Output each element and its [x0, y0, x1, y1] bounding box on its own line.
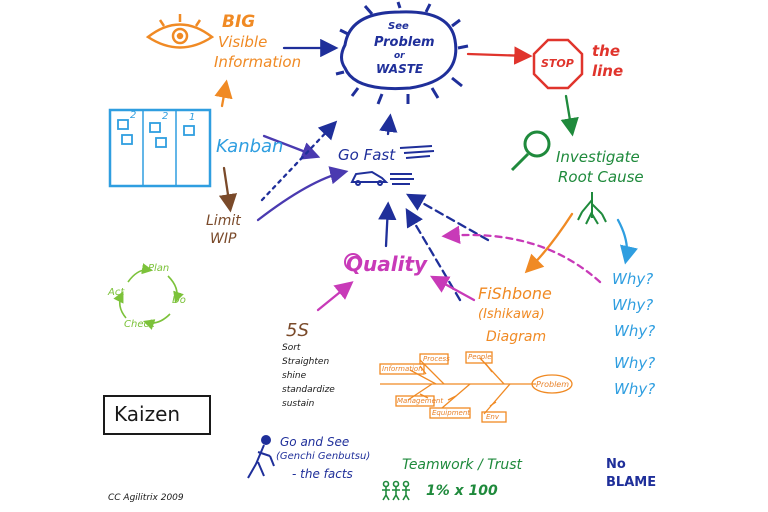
problem-label: Problem	[374, 35, 435, 50]
fishbone-problem: Problem	[536, 380, 570, 389]
arrows	[214, 38, 638, 312]
fishbone-env: Env	[486, 413, 500, 421]
quality-label: Quality	[346, 252, 428, 276]
see-problem-blob	[335, 1, 469, 105]
car-icon	[350, 145, 435, 186]
the-label: the	[592, 42, 621, 60]
kanban-board	[108, 108, 212, 188]
waste-label: WASTE	[376, 62, 424, 76]
stop-sign-icon	[532, 38, 584, 90]
fishbone-title-3: Diagram	[486, 329, 547, 345]
no-label: No	[606, 457, 626, 472]
why-1: Why?	[612, 270, 654, 288]
why-4: Why?	[614, 354, 656, 372]
five-s-item: Straighten	[282, 357, 330, 367]
eye-icon	[145, 14, 215, 49]
pdca-do: Do	[172, 295, 186, 306]
why-2: Why?	[612, 296, 654, 314]
pdca-plan: Plan	[148, 263, 170, 274]
wip-label: WIP	[210, 231, 237, 247]
kanban-count-3: 1	[189, 112, 196, 123]
pdca-check: Check	[124, 319, 155, 330]
information-label: Information	[214, 53, 302, 71]
investigate-label: Investigate	[556, 148, 640, 166]
fishbone-equipment: Equipment	[432, 409, 470, 417]
kaizen-box	[103, 395, 211, 435]
blame-label: BLAME	[606, 475, 657, 490]
kanban-count-1: 2	[130, 110, 137, 121]
root-cause-label: Root Cause	[558, 168, 644, 186]
see-label: See	[388, 21, 409, 32]
or-label: or	[394, 51, 405, 61]
fishbone-information: Information	[382, 365, 423, 373]
fishbone-title-2: (Ishikawa)	[478, 307, 545, 322]
pdca-cycle-icon	[113, 263, 184, 330]
five-s-item: Sort	[282, 343, 301, 353]
five-s-title: 5S	[286, 320, 309, 341]
fishbone-people: People	[468, 353, 492, 361]
kanban-count-2: 2	[162, 111, 169, 122]
five-s-item: sustain	[282, 399, 315, 409]
kanban-label: Kanban	[216, 136, 284, 157]
credit-label: CC Agilitrix 2009	[108, 493, 184, 503]
roots-icon	[577, 192, 607, 225]
genchi-genbutsu-label: (Genchi Genbutsu)	[276, 451, 371, 462]
pdca-act: Act	[108, 287, 125, 298]
limit-label: Limit	[206, 213, 241, 229]
go-fast-label: Go Fast	[338, 146, 396, 164]
fishbone-process: Process	[423, 355, 450, 363]
go-and-see-label: Go and See	[280, 435, 350, 449]
the-facts-label: - the facts	[292, 467, 353, 481]
one-percent-label: 1% x 100	[426, 483, 498, 499]
fishbone-title-1: FiShbone	[478, 284, 552, 303]
teamwork-label: Teamwork / Trust	[402, 457, 523, 473]
big-label: BIG	[222, 12, 256, 32]
why-5: Why?	[614, 380, 656, 398]
magnifier-icon	[510, 130, 551, 172]
fishbone-management: Management	[397, 397, 444, 405]
walking-person-icon	[247, 435, 275, 479]
people-icon	[382, 480, 410, 501]
quality-q-ring	[344, 253, 362, 271]
kaizen-label: Kaizen	[114, 402, 181, 426]
line-label: line	[592, 62, 624, 80]
visible-label: Visible	[218, 33, 268, 51]
five-s-item: shine	[282, 371, 307, 381]
five-s-item: standardize	[282, 385, 335, 395]
why-3: Why?	[614, 322, 656, 340]
fishbone-diagram	[379, 351, 573, 423]
stop-label: STOP	[541, 57, 574, 70]
